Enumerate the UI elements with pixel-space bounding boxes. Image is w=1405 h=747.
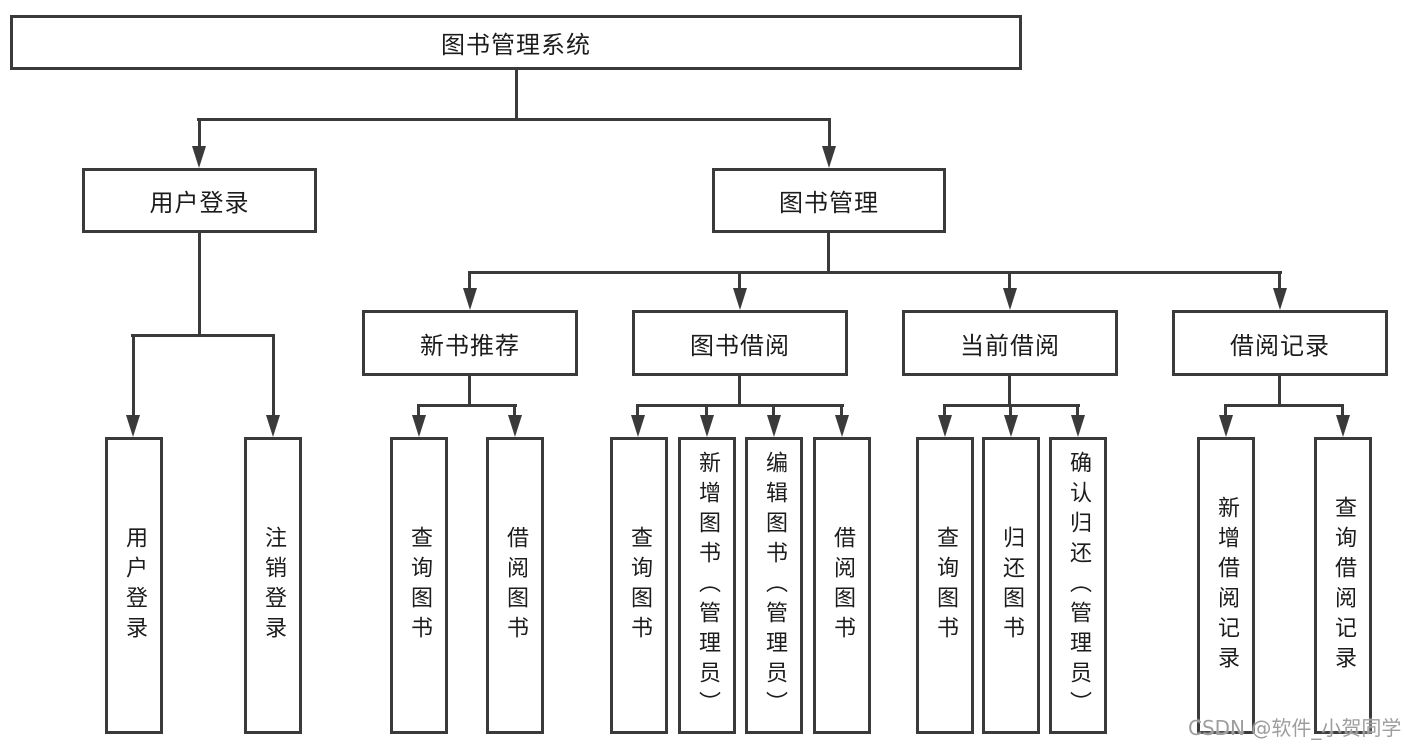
connector-line xyxy=(1278,374,1281,407)
node-user-login: 用户登录 xyxy=(82,168,317,233)
node-book-borrowing: 图书借阅 xyxy=(632,310,848,376)
connector-line xyxy=(738,374,741,407)
arrow-down-icon xyxy=(835,415,849,437)
connector-line xyxy=(738,271,741,291)
connector-line xyxy=(468,374,471,407)
connector-line xyxy=(827,232,830,274)
connector-line xyxy=(1076,404,1079,417)
node-new-book-recommendation: 新书推荐 xyxy=(362,310,578,376)
arrow-down-icon xyxy=(126,415,140,437)
arrow-down-icon xyxy=(938,415,952,437)
leaf-user-login: 用户登录 xyxy=(105,437,163,734)
connector-line xyxy=(513,404,516,417)
arrow-down-icon xyxy=(266,415,280,437)
leaf-query-borrow-record: 查询借阅记录 xyxy=(1314,437,1372,734)
arrow-down-icon xyxy=(412,415,426,437)
leaf-logout: 注销登录 xyxy=(244,437,302,734)
connector-line xyxy=(943,404,946,417)
node-current-borrowing: 当前借阅 xyxy=(902,310,1118,376)
arrow-down-icon xyxy=(1336,415,1350,437)
arrow-down-icon xyxy=(463,288,477,310)
node-borrowing-records: 借阅记录 xyxy=(1172,310,1388,376)
connector-line xyxy=(1009,404,1012,417)
leaf-borrow-books: 借阅图书 xyxy=(813,437,871,734)
leaf-add-borrow-record: 新增借阅记录 xyxy=(1197,437,1255,734)
connector-line xyxy=(132,334,135,418)
leaf-add-books-admin: 新增图书（管理员） xyxy=(678,437,736,734)
connector-line xyxy=(468,271,1282,274)
arrow-down-icon xyxy=(733,288,747,310)
watermark-csdn: CSDN @软件_小贺同学 xyxy=(1188,716,1402,740)
leaf-query-books-current: 查询图书 xyxy=(916,437,974,734)
connector-line xyxy=(636,404,844,407)
leaf-confirm-return-admin: 确认归还（管理员） xyxy=(1049,437,1107,734)
arrow-down-icon xyxy=(508,415,522,437)
arrow-down-icon xyxy=(1071,415,1085,437)
connector-line xyxy=(131,334,275,337)
node-library-management-system: 图书管理系统 xyxy=(10,15,1022,70)
leaf-query-books-borrow: 查询图书 xyxy=(610,437,668,734)
arrow-down-icon xyxy=(767,415,781,437)
node-book-management: 图书管理 xyxy=(712,168,946,233)
connector-line xyxy=(828,118,831,152)
arrow-down-icon xyxy=(631,415,645,437)
connector-line xyxy=(272,334,275,418)
arrow-down-icon xyxy=(1003,288,1017,310)
arrow-down-icon xyxy=(1273,288,1287,310)
arrow-down-icon xyxy=(192,146,206,168)
connector-line xyxy=(1341,404,1344,417)
connector-line xyxy=(1224,404,1344,407)
connector-line xyxy=(840,404,843,417)
connector-line xyxy=(1224,404,1227,417)
connector-line xyxy=(417,404,420,417)
connector-line xyxy=(468,271,471,291)
leaf-borrow-books-recommend: 借阅图书 xyxy=(486,437,544,734)
leaf-return-books: 归还图书 xyxy=(982,437,1040,734)
connector-line xyxy=(515,66,518,120)
connector-line xyxy=(1278,271,1281,291)
leaf-query-books-recommend: 查询图书 xyxy=(390,437,448,734)
arrow-down-icon xyxy=(1004,415,1018,437)
connector-line xyxy=(1008,271,1011,291)
connector-line xyxy=(772,404,775,417)
connector-line xyxy=(705,404,708,417)
connector-line xyxy=(1008,374,1011,407)
connector-line xyxy=(417,404,517,407)
connector-line xyxy=(198,232,201,336)
arrow-down-icon xyxy=(1219,415,1233,437)
arrow-down-icon xyxy=(822,146,836,168)
connector-line xyxy=(636,404,639,417)
connector-line xyxy=(197,118,831,121)
leaf-edit-books-admin: 编辑图书（管理员） xyxy=(745,437,803,734)
arrow-down-icon xyxy=(700,415,714,437)
connector-line xyxy=(198,118,201,152)
